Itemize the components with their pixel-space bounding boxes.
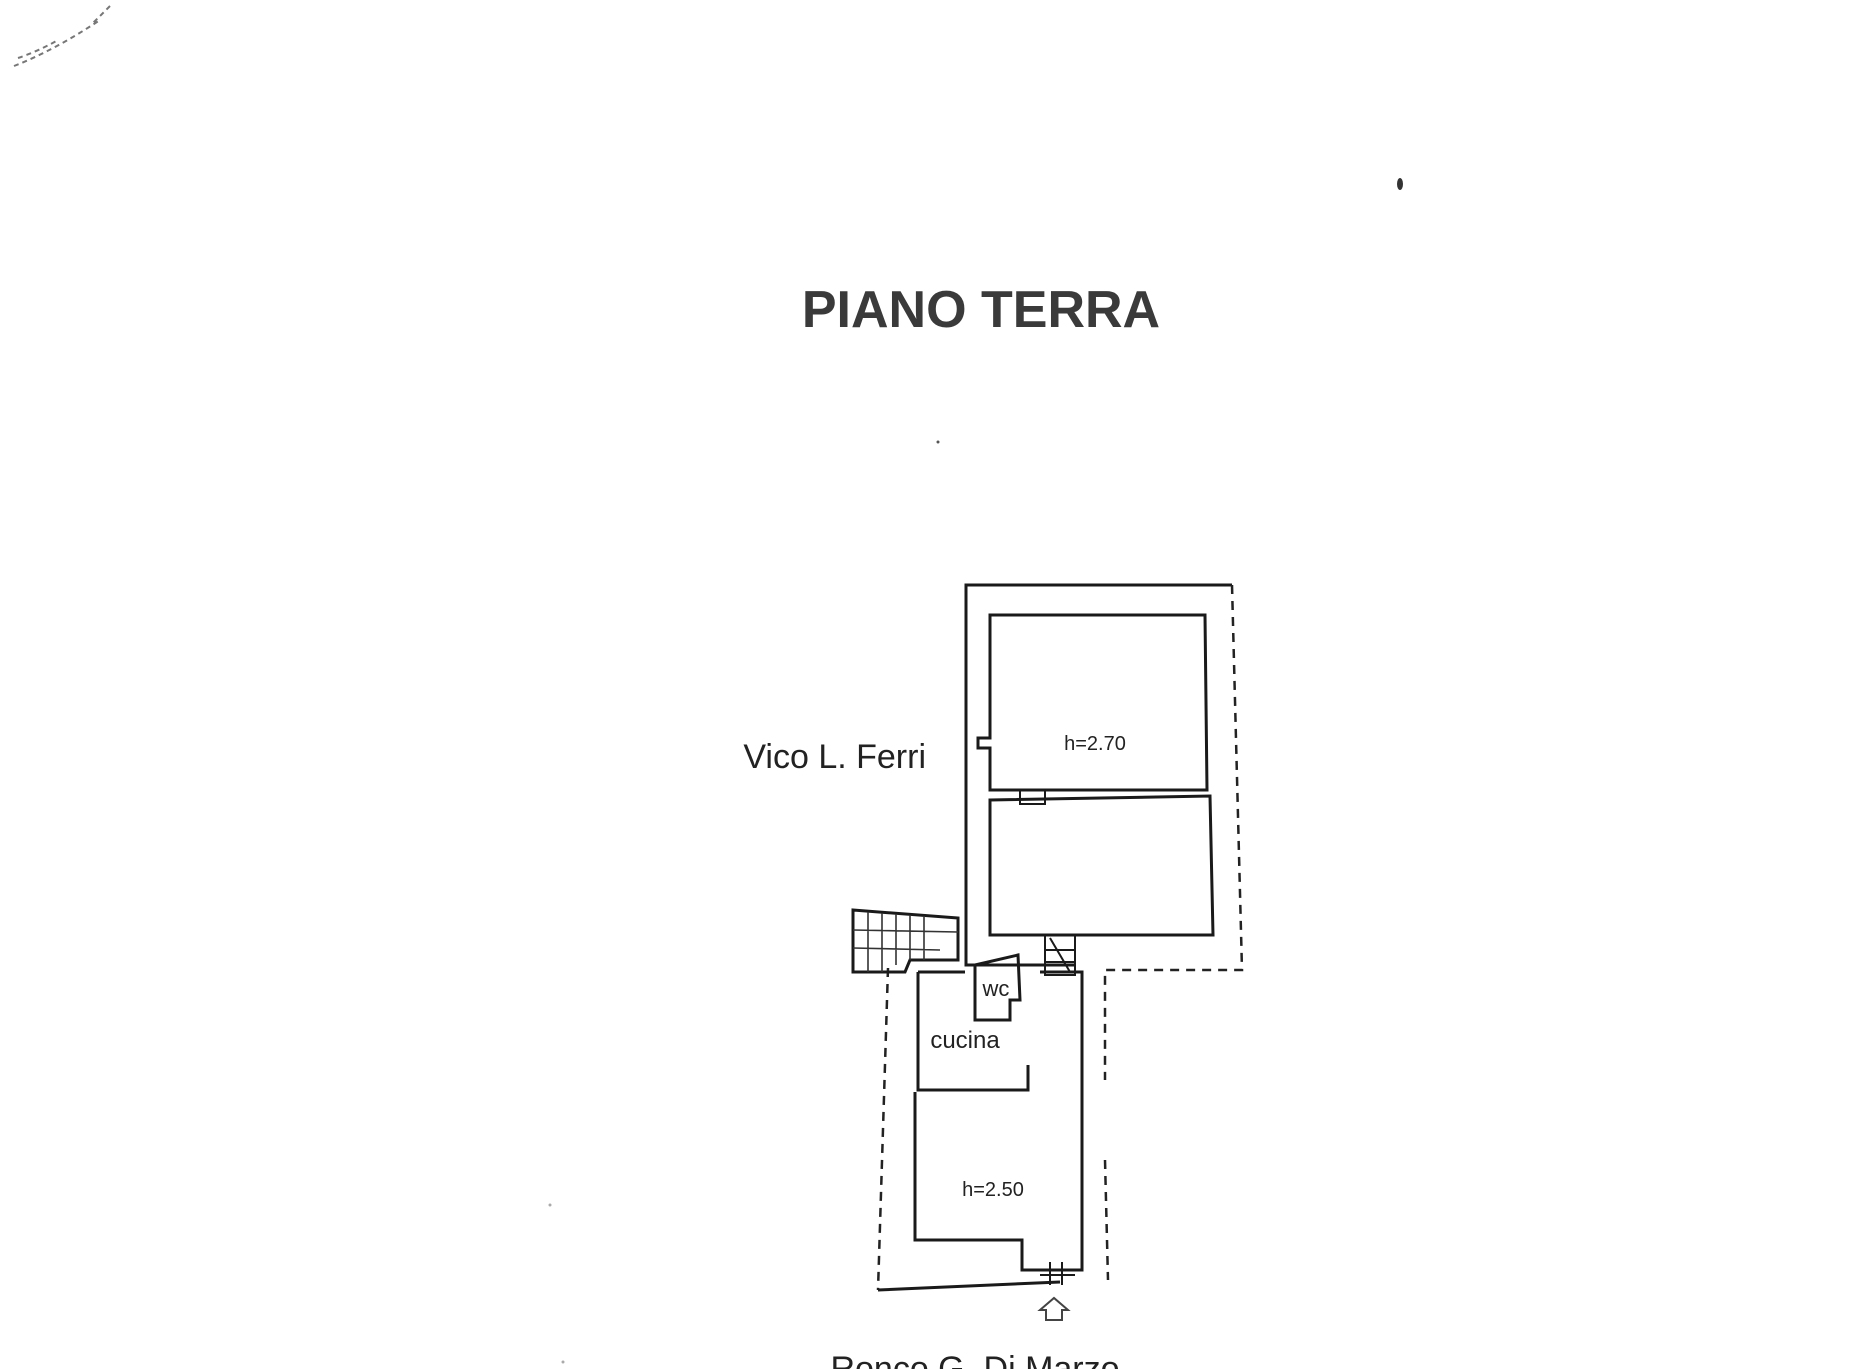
staircase [851,908,960,974]
lower-room: h=2.50 [913,970,1084,1285]
outer-perimeter [876,583,1244,1292]
scan-artefacts [13,5,1403,444]
kitchen: cucina [916,970,1030,1092]
minor-marks [548,1203,565,1364]
room-height-upper: h=2.70 [1064,733,1126,755]
upper-room: h=2.70 [976,613,1209,805]
middle-room [964,740,1215,976]
plan-title: PIANO TERRA [802,281,1160,339]
entrance-arrow-icon [1037,1296,1071,1321]
street-label-south: Ronco G. Di Marzo [830,1350,1119,1369]
room-height-lower: h=2.50 [962,1179,1024,1201]
wc-room: wc [973,953,1022,1022]
wc-label: wc [982,976,1010,1001]
street-label-west: Vico L. Ferri [743,738,926,776]
kitchen-label: cucina [930,1027,1000,1054]
